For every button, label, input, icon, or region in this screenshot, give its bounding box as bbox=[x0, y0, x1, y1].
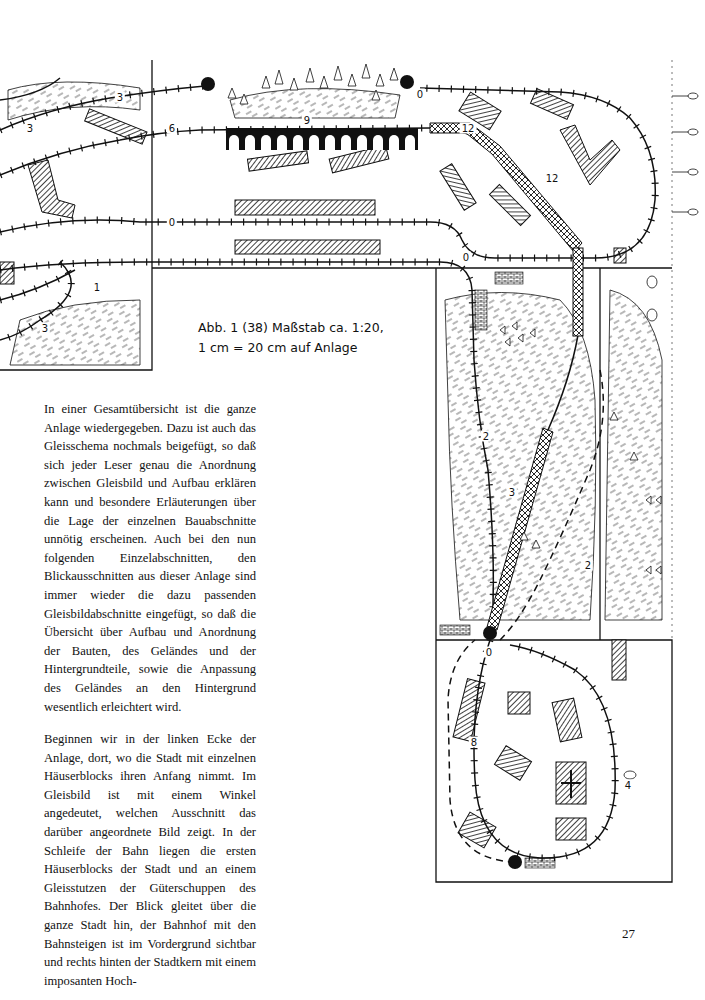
figure-caption: Abb. 1 (38) Maßstab ca. 1:20, 1 cm = 20 … bbox=[198, 318, 390, 358]
track-number: 6 bbox=[167, 123, 177, 134]
track-number: 2 bbox=[481, 431, 491, 442]
track-number: 3 bbox=[40, 323, 50, 334]
track-number: 8 bbox=[469, 737, 479, 748]
track-number: 4 bbox=[623, 780, 633, 791]
track-number: 0 bbox=[461, 252, 471, 263]
track-number: 1 bbox=[92, 282, 102, 293]
track-number: 9 bbox=[302, 115, 312, 126]
track-number: 2 bbox=[583, 560, 593, 571]
track-number: 0 bbox=[484, 647, 494, 658]
track-number: 0 bbox=[167, 217, 177, 228]
body-paragraph: Beginnen wir in der linken Ecke der Anla… bbox=[44, 730, 256, 990]
track-number: 3 bbox=[25, 123, 35, 134]
track-number: 12 bbox=[460, 123, 477, 134]
track-number: 0 bbox=[415, 89, 425, 100]
body-paragraph: In einer Gesamtübersicht ist die ganze A… bbox=[44, 400, 256, 716]
page-number: 27 bbox=[622, 926, 635, 942]
track-number: 12 bbox=[544, 173, 561, 184]
track-number: 3 bbox=[507, 487, 517, 498]
track-number: 3 bbox=[115, 92, 125, 103]
